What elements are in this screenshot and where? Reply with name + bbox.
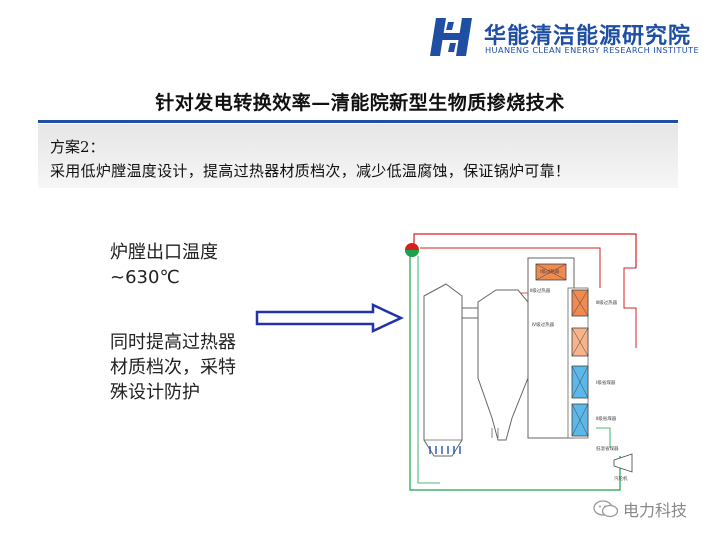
diagram-label: Ⅲ级过热器 xyxy=(596,299,618,306)
diagram-label: Ⅰ级省煤器 xyxy=(596,379,616,386)
superheater-note: 同时提高过热器材质档次，采特殊设计防护 xyxy=(110,332,236,403)
diagram-label: Ⅳ级过热器 xyxy=(532,321,555,328)
diagram-label: Ⅱ级过热器 xyxy=(530,287,551,294)
huaneng-logo-mark-icon xyxy=(430,18,472,56)
watermark-text: 电力科技 xyxy=(623,501,688,520)
turbine xyxy=(613,453,633,473)
steam-pipe-right xyxy=(623,267,637,348)
scheme-label: 方案2： xyxy=(50,138,105,156)
slide-title: 针对发电转换效率—清能院新型生物质掺烧技术 xyxy=(155,92,565,114)
boiler-diagram: Ⅰ级过热器 Ⅱ级过热器 Ⅲ级过热器 Ⅳ级过热器 Ⅰ级省煤器 Ⅱ级省煤器 低温省煤… xyxy=(405,233,637,491)
water-pipe-inner xyxy=(417,256,440,484)
diagram-label: 低温省煤器 xyxy=(596,445,619,452)
diagram-label: Ⅱ级省煤器 xyxy=(596,415,617,422)
title-divider xyxy=(38,120,678,123)
furnace-exit-temp-label: 炉膛出口温度 xyxy=(110,242,218,263)
logo: 华能清洁能源研究院 HUANENG CLEAN ENERGY RESEARCH … xyxy=(428,18,700,58)
steam-pipe-inner xyxy=(420,247,601,288)
rear-pass xyxy=(527,257,575,439)
diagram-label: Ⅰ级过热器 xyxy=(540,268,560,275)
water-pipe-outer xyxy=(409,252,621,491)
diagram-label: 汽轮机 xyxy=(614,475,628,482)
water-pipe-eco xyxy=(596,427,611,448)
scheme-text: 采用低炉膛温度设计，提高过热器材质档次，减少低温腐蚀，保证锅炉可靠！ xyxy=(50,162,571,180)
wechat-icon xyxy=(593,500,619,518)
burner-nozzles xyxy=(429,446,461,454)
watermark: 电力科技 xyxy=(593,497,687,521)
cyclone-separator xyxy=(477,289,529,441)
logo-name-en: HUANENG CLEAN ENERGY RESEARCH INSTITUTE xyxy=(485,45,700,55)
logo-name-cn: 华能清洁能源研究院 xyxy=(484,24,692,49)
furnace xyxy=(423,283,463,457)
furnace-exit-temp-value: ~630℃ xyxy=(110,267,180,288)
scheme-box xyxy=(38,124,678,188)
steam-pipe-top xyxy=(413,233,637,268)
right-arrow-icon xyxy=(255,303,404,333)
